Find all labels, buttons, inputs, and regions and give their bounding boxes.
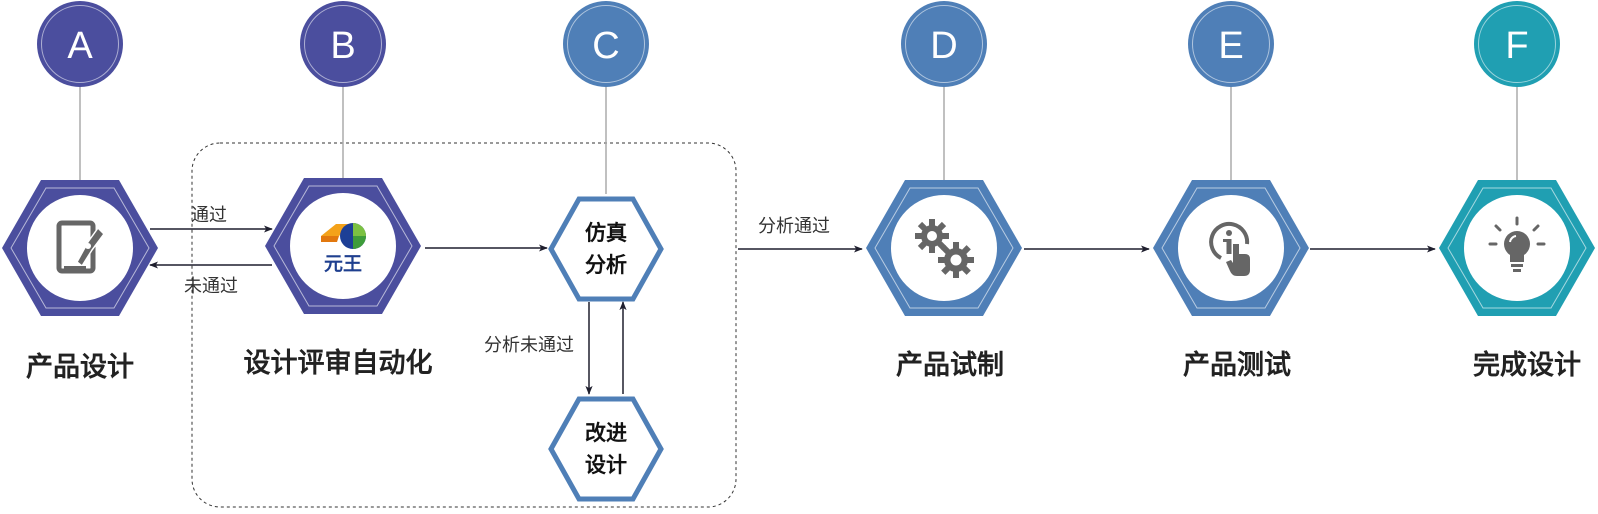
step-letter-b: B [330,25,355,67]
label-product-design: 产品设计 [26,352,134,383]
edge-label-pass: 通过 [191,205,227,226]
label-trial-production: 产品试制 [896,350,1004,381]
step-circle-a: A [37,1,123,87]
simulation-label-line1: 仿真 [585,221,627,245]
gears-icon [915,219,974,278]
edge-label-analysis-pass: 分析通过 [758,216,830,237]
edge-label-fail: 未通过 [184,276,238,297]
hexagon-product-design [2,180,158,316]
simulation-label-line2: 分析 [585,253,627,277]
step-letter-d: D [930,25,957,67]
yuanwang-logo-text: 元王 [324,253,362,275]
step-circle-c: C [563,1,649,87]
step-letter-e: E [1218,25,1243,67]
pen-tablet-icon [56,220,105,274]
step-circle-d: D [901,1,987,87]
step-circle-b: B [300,1,386,87]
step-letter-c: C [592,25,619,67]
hexagon-design-review [265,178,421,314]
yuanwang-logo: 元王 [321,223,366,275]
step-letter-f: F [1505,25,1528,67]
step-circle-f: F [1474,1,1560,87]
step-letter-a: A [67,25,93,67]
lightbulb-icon [1488,216,1546,272]
label-design-review: 设计评审自动化 [244,347,433,379]
hexagon-improve-design: 改进 设计 [548,396,664,502]
info-touch-icon [1209,221,1250,276]
label-design-complete: 完成设计 [1473,349,1581,381]
improve-label-line1: 改进 [585,421,627,445]
flow-arrows [149,225,1436,395]
label-product-testing: 产品测试 [1183,350,1291,381]
connector-lines [79,86,1518,194]
step-circle-e: E [1188,1,1274,87]
review-loop-boundary [191,142,737,508]
hexagon-simulation-analysis: 仿真 分析 [548,196,664,302]
edge-label-analysis-fail: 分析未通过 [484,335,574,356]
improve-label-line2: 设计 [585,453,627,477]
